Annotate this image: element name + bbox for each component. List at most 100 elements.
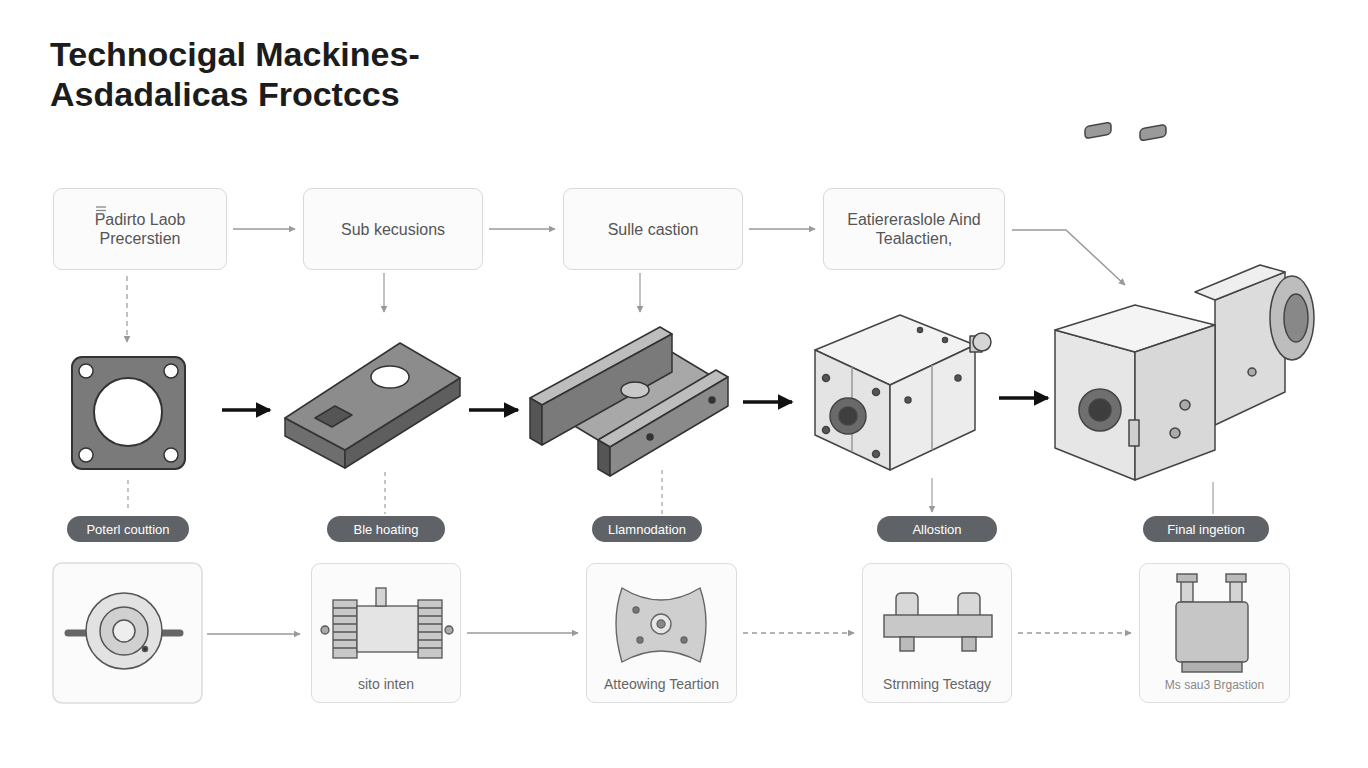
bolt-hole bbox=[164, 364, 178, 378]
block-bore-inner bbox=[839, 407, 857, 425]
node-text: sito inten bbox=[316, 676, 456, 692]
dashed-leaders bbox=[127, 273, 640, 342]
process-box: Sub kecusions bbox=[303, 188, 483, 270]
icon-box: Ms sau3 Brgastion bbox=[1139, 563, 1290, 703]
process-box: Sulle castion bbox=[563, 188, 743, 270]
node-text: Final ingetion bbox=[1167, 522, 1244, 537]
housing-slot bbox=[1085, 122, 1111, 139]
rail-top bbox=[530, 327, 672, 405]
housing-bore bbox=[1079, 389, 1121, 431]
block-seam bbox=[851, 367, 853, 452]
icon-shaft bbox=[68, 630, 180, 637]
rail-face bbox=[610, 377, 728, 476]
block-seam bbox=[931, 365, 933, 450]
process-box: Eatiereraslole Aind Tealactien, bbox=[823, 188, 1005, 270]
block-side bbox=[890, 345, 975, 470]
bowtie-icon bbox=[616, 588, 706, 662]
node-text: Poterl couttion bbox=[86, 522, 169, 537]
block-hole bbox=[918, 328, 923, 333]
block-bore bbox=[830, 398, 866, 434]
block-hole bbox=[873, 389, 880, 396]
stage-pill: Poterl couttion bbox=[67, 516, 189, 542]
motor-top bbox=[1195, 265, 1285, 300]
icon-bar bbox=[884, 615, 992, 637]
icon-line bbox=[96, 213, 104, 214]
icon-base bbox=[1182, 662, 1242, 672]
icon-post bbox=[1230, 580, 1242, 602]
node-text: Ble hoating bbox=[353, 522, 418, 537]
node-text: Sulle castion bbox=[573, 220, 733, 239]
icon-pin bbox=[445, 626, 453, 634]
leader-arrow bbox=[126, 276, 127, 342]
bearing-icon bbox=[68, 593, 180, 669]
icon-dot bbox=[633, 607, 639, 613]
block-hole bbox=[955, 375, 961, 381]
icon-post bbox=[1181, 580, 1193, 602]
process-arrow bbox=[999, 396, 1048, 400]
icon-ring bbox=[100, 607, 148, 655]
housing-front bbox=[1055, 330, 1135, 480]
channel-hole bbox=[621, 382, 649, 398]
channel-base bbox=[548, 345, 710, 440]
pill-leaders bbox=[128, 470, 1213, 514]
icon-post bbox=[896, 593, 918, 619]
flow-arrow bbox=[489, 228, 555, 229]
process-box: Padirto Laob Precerstien bbox=[53, 188, 227, 270]
icon-line bbox=[96, 210, 106, 211]
housing-hole bbox=[1180, 400, 1190, 410]
icon-box: Atteowing Teartion bbox=[586, 563, 737, 703]
leader-line bbox=[1212, 482, 1213, 514]
icon-pin bbox=[321, 626, 329, 634]
node-text: Eatiereraslole Aind Tealactien, bbox=[844, 210, 984, 248]
icon-dot bbox=[681, 637, 687, 643]
node-text: Llamnodation bbox=[608, 522, 686, 537]
motor-shaft bbox=[1284, 294, 1308, 342]
rail-top bbox=[598, 370, 728, 447]
node-text: Padirto Laob Precerstien bbox=[94, 210, 186, 248]
icon-ring bbox=[86, 593, 162, 669]
motor-body bbox=[1215, 272, 1285, 425]
leader-line bbox=[661, 470, 662, 514]
flow-arrow bbox=[749, 228, 815, 229]
edge-layer bbox=[233, 229, 1131, 633]
icon-box bbox=[53, 563, 202, 703]
flow-arrow bbox=[1018, 632, 1131, 633]
housing-slot bbox=[1140, 124, 1166, 141]
icon-cap bbox=[1226, 574, 1246, 582]
flow-arrow bbox=[233, 228, 295, 229]
stage-pill: Allostion bbox=[877, 516, 997, 542]
stage-pill: Ble hoating bbox=[327, 516, 445, 542]
icon-dot bbox=[637, 637, 643, 643]
stage-pill: Final ingetion bbox=[1143, 516, 1269, 542]
motor-hole bbox=[1248, 368, 1256, 376]
block-part bbox=[815, 315, 991, 470]
icon-ring bbox=[113, 620, 135, 642]
channel-part bbox=[530, 327, 728, 476]
plate-part bbox=[285, 343, 460, 468]
bolt-hole bbox=[79, 448, 93, 462]
flange-plate bbox=[72, 357, 185, 469]
icon-line bbox=[96, 206, 106, 207]
roller-icon bbox=[321, 588, 453, 658]
icon-post bbox=[958, 593, 980, 619]
block-front bbox=[815, 350, 890, 470]
icon-hub bbox=[651, 614, 671, 634]
block-hole bbox=[823, 375, 830, 382]
flow-arrow bbox=[207, 633, 300, 634]
leader-line bbox=[384, 472, 385, 514]
process-arrows bbox=[222, 398, 1048, 410]
block-top bbox=[815, 315, 975, 385]
housing-top bbox=[1055, 305, 1215, 352]
rail-hole bbox=[709, 397, 715, 403]
leader-arrow bbox=[931, 478, 932, 512]
leader-arrow bbox=[639, 273, 640, 312]
stage-pill: Llamnodation bbox=[592, 516, 702, 542]
node-text: Sub kecusions bbox=[313, 220, 473, 239]
list-icon bbox=[96, 207, 106, 214]
icon-foot bbox=[900, 637, 914, 651]
assembly-part bbox=[1055, 122, 1314, 480]
bolt-hole bbox=[164, 448, 178, 462]
clamp-icon bbox=[884, 593, 992, 651]
